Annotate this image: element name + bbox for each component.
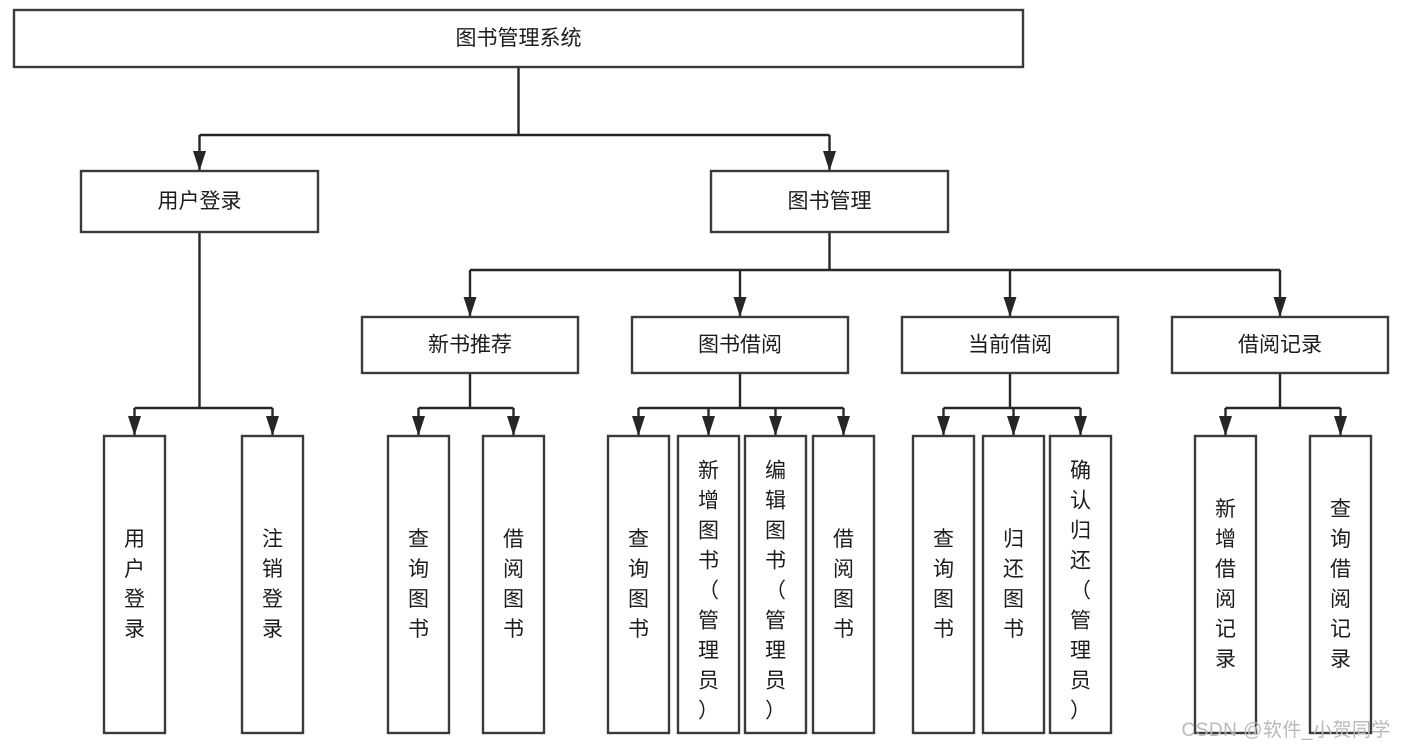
node-box: [981, 434, 1046, 735]
node-layer: 图书管理系统用户登录图书管理新书推荐图书借阅当前借阅借阅记录用户登录注销登录查询…: [12, 8, 1390, 735]
node-label: 新增图书（管理员）: [698, 460, 719, 723]
node-leaf-return-book[interactable]: 归还图书: [981, 434, 1046, 735]
node-label: 图书管理系统: [456, 27, 582, 50]
connector-arrowhead: [412, 416, 425, 436]
connector-arrowhead: [128, 416, 141, 436]
node-leaf-query-record[interactable]: 查询借阅记录: [1308, 434, 1373, 735]
node-label: 查询图书: [933, 528, 954, 641]
node-leaf-query-book-borrow[interactable]: 查询图书: [606, 434, 671, 735]
node-label: 新书推荐: [428, 334, 512, 357]
connector-arrowhead: [632, 416, 645, 436]
node-box: [102, 434, 167, 735]
connector-group: [193, 67, 836, 171]
node-leaf-query-book-rec[interactable]: 查询图书: [386, 434, 451, 735]
connector-layer: [128, 67, 1347, 436]
connector-group: [632, 373, 850, 436]
connector-arrowhead: [266, 416, 279, 436]
connector-group: [937, 373, 1087, 436]
node-leaf-user-login[interactable]: 用户登录: [102, 434, 167, 735]
node-label: 当前借阅: [968, 334, 1052, 357]
node-leaf-confirm-return[interactable]: 确认归还（管理员）: [1048, 434, 1113, 735]
node-label: 新增借阅记录: [1215, 498, 1236, 671]
node-label: 借阅图书: [833, 528, 854, 641]
node-leaf-edit-book[interactable]: 编辑图书（管理员）: [743, 434, 808, 735]
connector-arrowhead: [1074, 416, 1087, 436]
connector-arrowhead: [769, 416, 782, 436]
node-box: [630, 315, 850, 375]
node-label: 归还图书: [1003, 528, 1024, 641]
node-box: [1170, 315, 1390, 375]
node-leaf-add-book[interactable]: 新增图书（管理员）: [676, 434, 741, 735]
connector-group: [412, 373, 520, 436]
node-box: [360, 315, 580, 375]
node-box: [1308, 434, 1373, 735]
connector-arrowhead: [937, 416, 950, 436]
node-box: [12, 8, 1025, 69]
connector-arrowhead: [1334, 416, 1347, 436]
node-leaf-borrow-book[interactable]: 借阅图书: [811, 434, 876, 735]
connector-arrowhead: [507, 416, 520, 436]
connector-arrowhead: [463, 297, 477, 317]
connector-group: [463, 232, 1287, 317]
node-box: [743, 434, 808, 735]
connector-group: [128, 232, 279, 436]
node-label: 查询图书: [408, 528, 429, 641]
node-box: [1193, 434, 1258, 735]
node-box: [606, 434, 671, 735]
node-box: [386, 434, 451, 735]
node-box: [481, 434, 546, 735]
connector-arrowhead: [1273, 297, 1287, 317]
node-box: [79, 169, 320, 234]
node-label: 注销登录: [262, 528, 283, 641]
node-label: 用户登录: [124, 528, 145, 641]
node-label: 查询借阅记录: [1330, 498, 1351, 671]
node-box: [911, 434, 976, 735]
node-book-borrow[interactable]: 图书借阅: [630, 315, 850, 375]
node-leaf-query-book-current[interactable]: 查询图书: [911, 434, 976, 735]
node-box: [709, 169, 950, 234]
node-box: [900, 315, 1120, 375]
node-leaf-borrow-book-rec[interactable]: 借阅图书: [481, 434, 546, 735]
node-leaf-logout[interactable]: 注销登录: [240, 434, 305, 735]
node-label: 查询图书: [628, 528, 649, 641]
node-label: 用户登录: [158, 190, 242, 213]
connector-arrowhead: [1003, 297, 1017, 317]
node-label: 图书管理: [788, 190, 872, 213]
node-label: 借阅图书: [503, 528, 524, 641]
node-root[interactable]: 图书管理系统: [12, 8, 1025, 69]
node-borrow-record[interactable]: 借阅记录: [1170, 315, 1390, 375]
connector-arrowhead: [1007, 416, 1020, 436]
node-label: 图书借阅: [698, 334, 782, 357]
node-box: [240, 434, 305, 735]
connector-arrowhead: [702, 416, 715, 436]
node-label: 确认归还（管理员）: [1070, 460, 1091, 723]
node-leaf-add-record[interactable]: 新增借阅记录: [1193, 434, 1258, 735]
connector-arrowhead: [823, 151, 836, 171]
node-box: [676, 434, 741, 735]
node-label: 借阅记录: [1238, 334, 1322, 357]
node-box: [1048, 434, 1113, 735]
node-new-book-rec[interactable]: 新书推荐: [360, 315, 580, 375]
node-user-login[interactable]: 用户登录: [79, 169, 320, 234]
node-box: [811, 434, 876, 735]
connector-arrowhead: [837, 416, 850, 436]
node-label: 编辑图书（管理员）: [765, 460, 786, 723]
node-current-borrow[interactable]: 当前借阅: [900, 315, 1120, 375]
connector-group: [1219, 373, 1347, 436]
connector-arrowhead: [1219, 416, 1232, 436]
connector-arrowhead: [193, 151, 206, 171]
node-book-manage[interactable]: 图书管理: [709, 169, 950, 234]
connector-arrowhead: [733, 297, 747, 317]
